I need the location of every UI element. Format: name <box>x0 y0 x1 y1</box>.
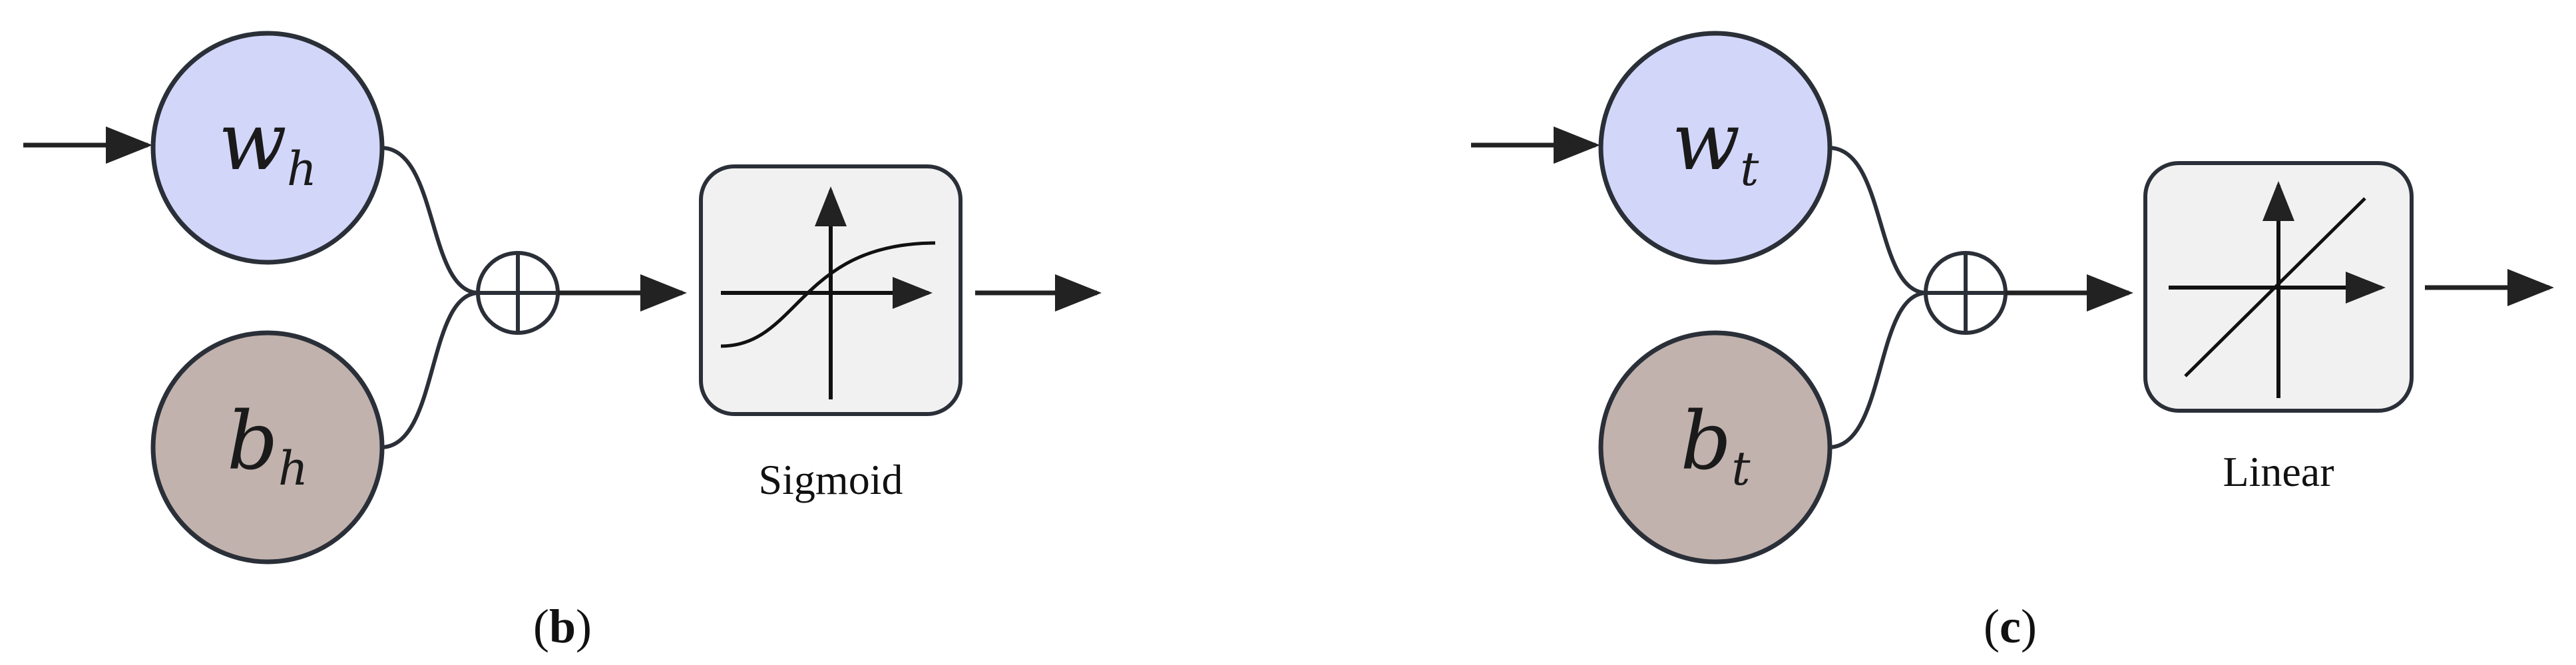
panel-caption: (c) <box>1984 600 2037 653</box>
bias-node <box>150 330 385 564</box>
weight-node <box>150 31 385 265</box>
panel-caption: (b) <box>533 600 592 653</box>
activation-label: Linear <box>2223 448 2334 495</box>
linear-line-icon <box>2169 181 2386 398</box>
bias-connector <box>1828 291 1928 449</box>
weight-connector <box>380 146 480 295</box>
weight-node <box>1598 31 1832 265</box>
sigmoid-curve-icon <box>720 186 936 399</box>
weight-connector <box>1828 146 1928 295</box>
sum-icon <box>1924 251 2008 335</box>
panel-b: wh bbh Sigmoid (b) <box>23 31 1102 653</box>
weight-label: wh <box>218 96 317 196</box>
weight-subscript: h <box>287 142 317 196</box>
panel-c: wt bt Linear (c) <box>1471 31 2554 653</box>
bias-subscript: t <box>1731 441 1751 496</box>
bias-connector <box>380 291 480 449</box>
weight-subscript: t <box>1740 142 1759 196</box>
bias-label: bt <box>1681 395 1751 496</box>
bias-subscript: h <box>278 441 308 496</box>
weight-label: wt <box>1672 96 1760 196</box>
bias-node <box>1598 330 1832 564</box>
activation-label: Sigmoid <box>759 456 903 503</box>
bias-label: bbh <box>227 395 308 496</box>
sum-icon <box>476 251 560 335</box>
